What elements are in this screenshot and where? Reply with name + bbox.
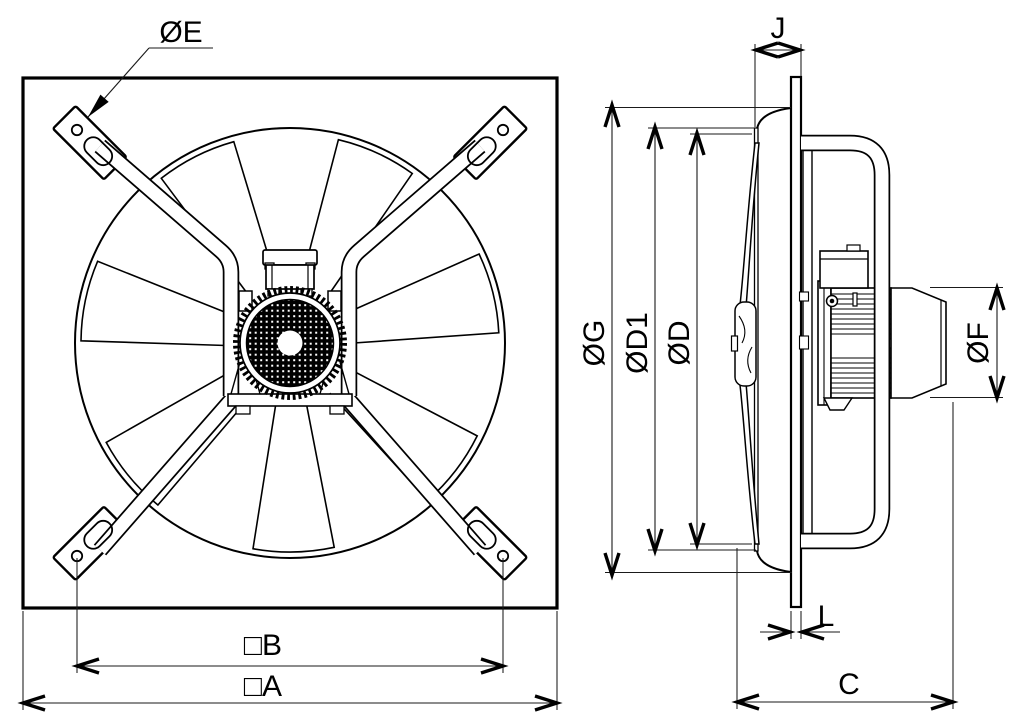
motor-fin-ring: [233, 286, 347, 400]
motor-ear-right: [327, 290, 342, 312]
terminal-box-front: [262, 249, 318, 297]
support-struts: [93, 139, 487, 556]
front-view: ØE □B □A: [17, 16, 563, 712]
dimension-overall-depth-c: C: [731, 402, 959, 711]
dim-label-c: C: [838, 668, 860, 701]
motor-mount: [227, 361, 353, 415]
leader-line: [87, 47, 150, 118]
fan-blade: [80, 260, 233, 347]
hub-bolt: [730, 335, 739, 352]
bracket-slots: [83, 136, 497, 550]
dimension-bellmouth-g: ØG: [578, 99, 792, 581]
mount-bar: [227, 393, 353, 407]
dimension-motor-f: ØF: [930, 282, 1006, 404]
dimension-panel-thickness-l: L: [760, 600, 840, 641]
bellmouth-bottom-curve: [756, 550, 792, 573]
dim-label-j: J: [771, 12, 786, 45]
fan-blade: [160, 140, 277, 296]
motor-ear-left: [238, 290, 253, 312]
bellmouth-top-curve: [756, 107, 792, 130]
dim-label-hole-e: ØE: [159, 16, 202, 49]
mounting-hole: [496, 549, 510, 563]
dim-label-g: ØG: [578, 320, 611, 367]
dimension-impeller-d: ØD: [663, 127, 752, 551]
fan-blade: [346, 252, 500, 344]
mount-foot: [235, 405, 251, 415]
motor-end-cap: [890, 287, 947, 399]
dim-label-b: □B: [244, 629, 282, 662]
dim-label-d1: ØD1: [621, 312, 654, 374]
corner-bracket: [52, 506, 127, 581]
fan-blade: [301, 138, 414, 294]
side-view: J ØG ØD1 ØD ØF: [578, 12, 1006, 711]
motor-foot: [822, 397, 854, 411]
strut-bottom-right: [342, 393, 485, 555]
dim-label-a: □A: [244, 670, 282, 703]
motor-rear: [233, 286, 347, 400]
mounting-hole: [70, 123, 84, 137]
strut-bottom-left: [95, 393, 238, 555]
strut-guard-side: [801, 134, 891, 550]
dim-label-d: ØD: [663, 321, 696, 366]
dim-label-f: ØF: [962, 322, 995, 364]
mount-foot: [329, 405, 345, 415]
motor-fins: [831, 293, 891, 394]
motor-shaft-hole: [277, 330, 303, 356]
terminal-box-side: [819, 244, 869, 289]
dim-label-l: L: [818, 600, 835, 633]
corner-bracket: [453, 506, 528, 581]
impeller-blades: [80, 138, 500, 553]
mounting-hole: [496, 123, 510, 137]
dimension-bolt-spacing-b: □B: [71, 558, 509, 675]
mounting-hole: [70, 549, 84, 563]
dimension-depth-j: J: [750, 12, 806, 127]
strut-top-left: [95, 141, 238, 396]
fan-blade: [252, 404, 336, 553]
fan-blade: [105, 370, 253, 507]
dimension-frame-size-a: □A: [17, 611, 563, 712]
impeller-hub: [734, 301, 757, 387]
dimension-hole-e: ØE: [87, 16, 213, 118]
strut-top-right: [342, 141, 485, 396]
